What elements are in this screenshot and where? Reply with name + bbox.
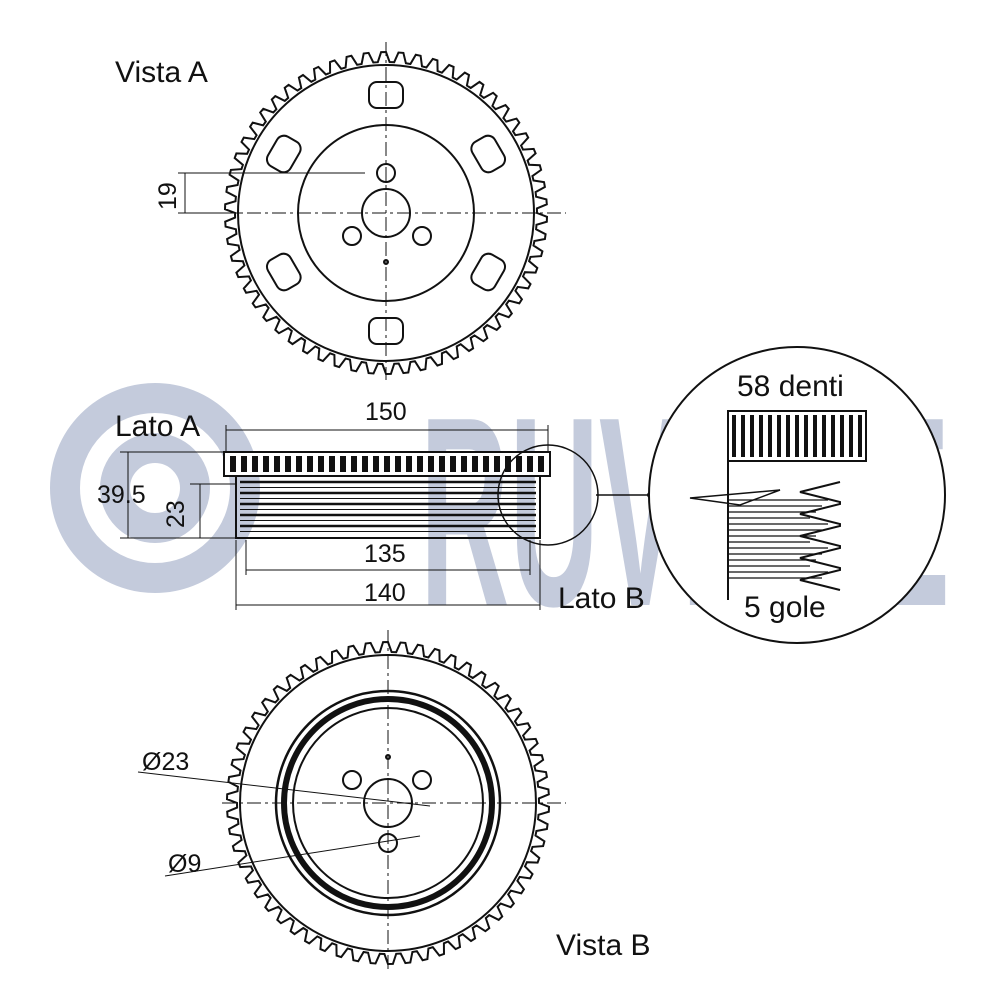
side-view-tooth: [527, 456, 533, 472]
view-a: [178, 42, 566, 380]
detail-tooth: [858, 415, 862, 457]
view-a-centerlines: [222, 42, 566, 380]
view-b-center-bore: [363, 778, 413, 828]
detail-tooth: [813, 415, 817, 457]
side-view-tooth: [263, 456, 269, 472]
detail-tooth: [795, 415, 799, 457]
side-b-label: Lato B: [558, 582, 645, 615]
detail-grooves: [689, 481, 841, 591]
side-view-tooth: [362, 456, 368, 472]
side-view-teeth: [230, 456, 544, 472]
side-view-tooth: [494, 456, 500, 472]
detail-tooth: [804, 415, 808, 457]
view-a-slot: [265, 252, 302, 292]
side-view: [120, 425, 653, 610]
side-view-tooth: [516, 456, 522, 472]
pin-hole-dimension: Ø9: [168, 850, 201, 878]
total-width-dimension: 39.5: [97, 481, 146, 509]
side-view-tooth: [483, 456, 489, 472]
detail-tooth: [849, 415, 853, 457]
view-a-left-hole: [342, 226, 362, 246]
side-view-tooth: [296, 456, 302, 472]
view-a-label: Vista A: [115, 56, 208, 89]
side-view-tooth: [461, 456, 467, 472]
view-a-top-hole: [376, 163, 396, 183]
side-view-tooth: [252, 456, 258, 472]
detail-tooth: [822, 415, 826, 457]
overall-diameter-dimension: 150: [365, 398, 407, 426]
side-view-grooves: [240, 480, 536, 532]
side-view-dimensions: [120, 425, 549, 610]
view-b-centerlines: [222, 630, 566, 972]
teeth-count-label: 58 denti: [737, 370, 844, 403]
center-bore-dimension: Ø23: [142, 748, 189, 776]
side-view-tooth: [307, 456, 313, 472]
pulley-outer-diameter-dimension: 140: [364, 579, 406, 607]
side-a-label: Lato A: [115, 410, 200, 443]
detail-teeth: [732, 415, 862, 457]
view-b-right-hole: [412, 770, 432, 790]
side-view-tooth: [428, 456, 434, 472]
groove-count-label: 5 gole: [744, 591, 826, 624]
side-view-tooth: [384, 456, 390, 472]
pulley-width-dimension: 23: [162, 500, 190, 528]
detail-tooth: [840, 415, 844, 457]
side-view-tooth: [351, 456, 357, 472]
side-view-tooth: [395, 456, 401, 472]
side-view-tooth: [472, 456, 478, 472]
side-view-tooth: [318, 456, 324, 472]
side-view-tooth: [406, 456, 412, 472]
detail-wedge: [689, 489, 781, 506]
detail-view: [648, 346, 946, 644]
view-a-offset-dimension: [178, 172, 365, 214]
side-view-tooth: [274, 456, 280, 472]
view-a-slot: [470, 252, 507, 292]
side-view-tooth: [450, 456, 456, 472]
side-view-tooth: [340, 456, 346, 472]
view-b-left-hole: [342, 770, 362, 790]
side-view-tooth: [373, 456, 379, 472]
detail-gear-block: [727, 410, 867, 462]
detail-circle: [648, 346, 946, 644]
side-view-tooth: [285, 456, 291, 472]
hole-offset-dimension: 19: [154, 182, 182, 210]
side-view-tooth: [241, 456, 247, 472]
view-a-slot: [470, 134, 507, 174]
detail-tooth: [759, 415, 763, 457]
side-view-tooth: [439, 456, 445, 472]
pulley-inner-diameter-dimension: 135: [364, 540, 406, 568]
detail-tooth: [741, 415, 745, 457]
detail-tooth: [777, 415, 781, 457]
side-view-tooth: [329, 456, 335, 472]
detail-tooth: [831, 415, 835, 457]
side-view-tooth: [417, 456, 423, 472]
view-b-label: Vista B: [556, 929, 651, 962]
detail-tooth: [786, 415, 790, 457]
view-a-slot: [368, 81, 404, 109]
view-a-right-hole: [412, 226, 432, 246]
detail-tooth: [768, 415, 772, 457]
view-a-slot: [265, 134, 302, 174]
view-b-gear-teeth: [225, 640, 551, 966]
side-view-pulley: [235, 475, 541, 539]
side-view-tooth: [538, 456, 544, 472]
detail-tooth: [732, 415, 736, 457]
detail-tooth: [750, 415, 754, 457]
side-view-tooth: [230, 456, 236, 472]
view-b-leaders: [137, 771, 431, 877]
view-b: [137, 630, 566, 972]
